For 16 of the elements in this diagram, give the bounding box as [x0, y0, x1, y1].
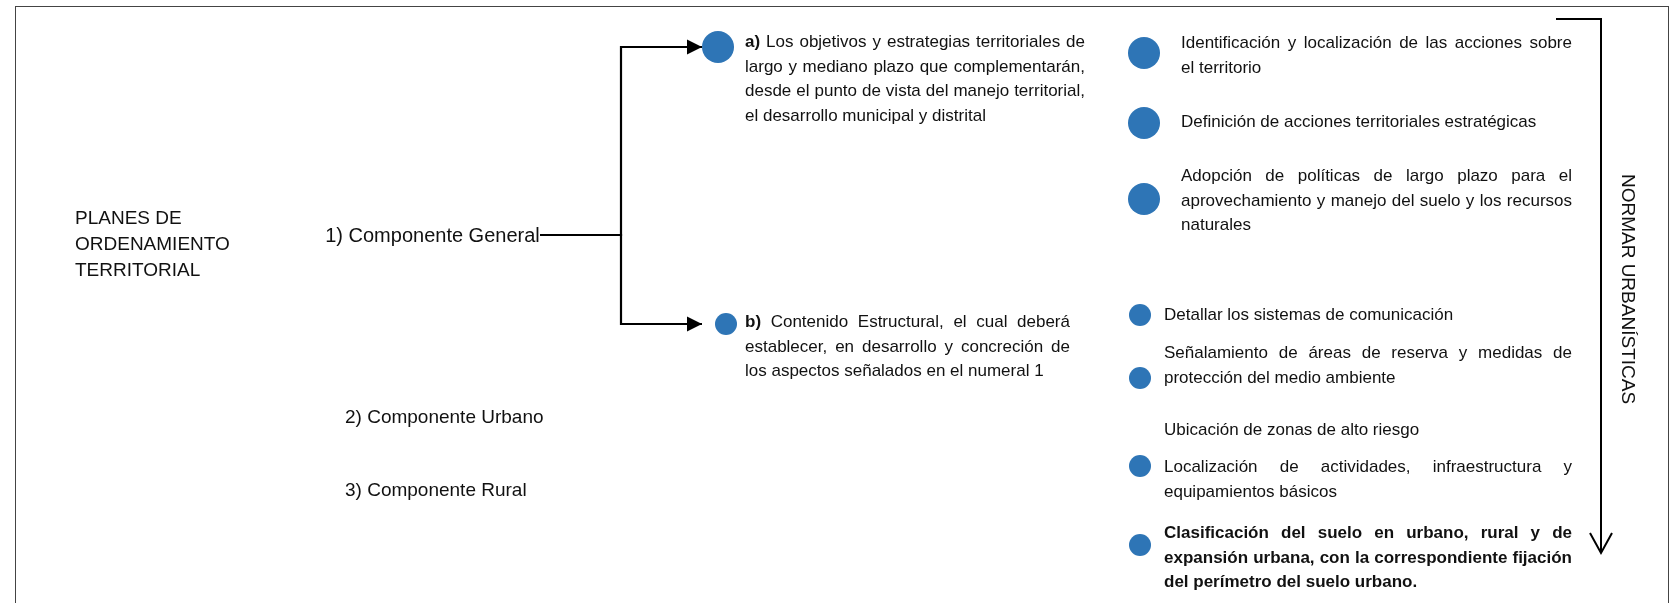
list-item-text: Detallar los sistemas de comunicación: [1164, 304, 1455, 326]
list-item-text: Identificación y localización de las acciones sobre el territorio: [1181, 32, 1572, 79]
connector-arrow: [540, 233, 702, 332]
list-item-text: Señalamiento de áreas de reserva y medidas de protección del medio ambiente: [1164, 342, 1572, 389]
description-text: a) Los objetivos y estrategias territoriales de largo y mediano plazo que complementarán, desde el punto de vista del manejo territorial, el desarrollo municipal y distrital: [745, 31, 1085, 127]
list-item-text: Ubicación de zonas de alto riesgo: [1164, 419, 1421, 441]
list-item-text: Adopción de políticas de largo plazo para el aprovechamiento y manejo del suelo y los recursos naturales: [1181, 165, 1572, 237]
component-label: 2) Componente Urbano: [345, 405, 545, 429]
title-text: PLANES DE ORDENAMIENTO TERRITORIAL: [75, 206, 231, 282]
description-text: b) Contenido Estructural, el cual deberá establecer, en desarrollo y concreción de los aspectos señalados en el numeral 1: [745, 311, 1070, 383]
list-item-text: Localización de actividades, infraestructura y equipamientos básicos: [1164, 456, 1572, 503]
vertical-label: NORMAR URBANÍSTICAS: [1617, 173, 1639, 405]
list-item-text: Definición de acciones territoriales estratégicas: [1181, 111, 1538, 133]
component-label: 3) Componente Rural: [345, 478, 528, 502]
title-text: 1) Componente General: [325, 223, 540, 248]
list-item-text: Clasificación del suelo en urbano, rural y de expansión urbana, con la correspondiente fijación del perímetro del suelo urbano.: [1164, 522, 1572, 594]
